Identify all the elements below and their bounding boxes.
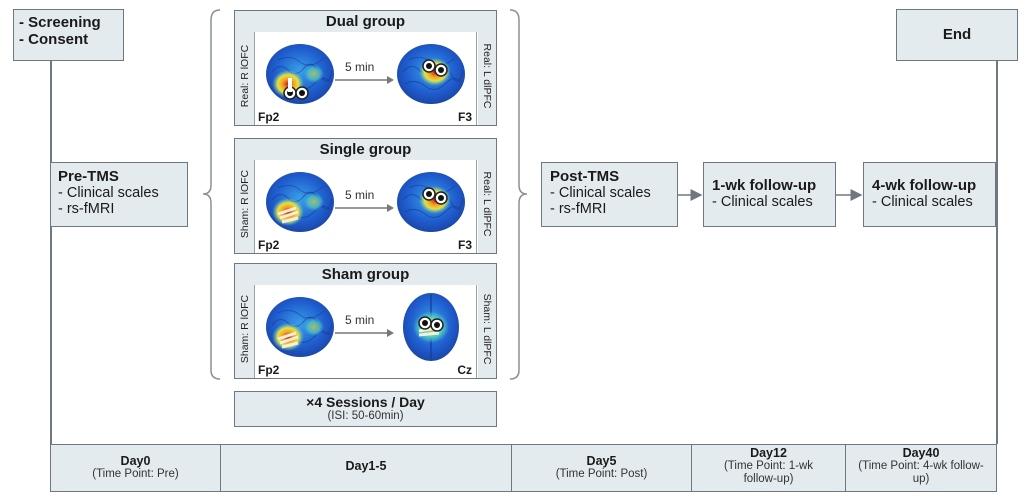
timeline-day: Day40 (902, 446, 940, 460)
left-stim-label: Sham: R lOFC (239, 169, 251, 239)
right-timeline-line (996, 61, 998, 444)
sessions-title: ×4 Sessions / Day (306, 394, 425, 410)
timeline-sub: (Time Point: Post) (555, 468, 648, 480)
left-label-strip: Sham: R lOFC (235, 160, 255, 253)
right-brain-image (403, 293, 459, 361)
timeline-sub: (Time Point: Pre) (92, 468, 179, 480)
post-tms-title: Post-TMS (550, 168, 620, 185)
right-bracket (509, 9, 528, 380)
right-site-label: F3 (457, 110, 472, 124)
interval-label: 5 min (345, 188, 375, 202)
end-box: End (896, 9, 1018, 61)
group-title: Single group (319, 141, 412, 158)
pre-tms-item: - Clinical scales (58, 185, 159, 201)
right-label-strip: Sham: L dlPFC (476, 285, 496, 378)
pre-tms-box: Pre-TMS - Clinical scales - rs-fMRI (50, 162, 188, 227)
timeline-day: Day0 (120, 454, 151, 468)
right-stim-label: Sham: L dlPFC (481, 293, 493, 365)
post-tms-item: - rs-fMRI (550, 201, 607, 217)
timeline-cell-day12: Day12 (Time Point: 1-wk follow-up) (692, 445, 846, 491)
interval-arrow (335, 76, 394, 84)
timeline-cell-day0: Day0 (Time Point: Pre) (51, 445, 221, 491)
four-week-followup-box: 4-wk follow-up - Clinical scales (863, 162, 996, 227)
right-label-strip: Real: L dlPFC (476, 32, 496, 125)
one-week-item: - Clinical scales (712, 194, 813, 210)
left-timeline-line (50, 61, 52, 444)
right-site-label: Cz (457, 363, 472, 377)
left-brain-image (266, 172, 334, 232)
left-site-label: Fp2 (258, 238, 280, 252)
interval-label: 5 min (345, 60, 375, 74)
group-title: Sham group (321, 266, 410, 283)
left-brain-image (266, 297, 334, 357)
left-stim-label: Sham: R lOFC (239, 294, 251, 364)
sessions-box: ×4 Sessions / Day (ISI: 50-60min) (234, 391, 497, 427)
timeline-sub: (Time Point: 1-wk follow-up) (723, 460, 814, 485)
post-tms-box: Post-TMS - Clinical scales - rs-fMRI (541, 162, 678, 227)
left-bracket (202, 9, 221, 380)
one-week-title: 1-wk follow-up (712, 177, 817, 194)
timeline-day: Day12 (750, 446, 787, 460)
right-stim-label: Real: L dlPFC (481, 43, 493, 109)
consent-line: - Consent (19, 31, 89, 48)
pre-tms-title: Pre-TMS (58, 168, 119, 185)
timeline-sub: (Time Point: 4-wk follow-up) (858, 460, 984, 485)
right-site-label: F3 (457, 238, 472, 252)
left-label-strip: Sham: R lOFC (235, 285, 255, 378)
post-tms-item: - Clinical scales (550, 185, 651, 201)
right-label-strip: Real: L dlPFC (476, 160, 496, 253)
interval-label: 5 min (345, 313, 375, 327)
interval-arrow (335, 329, 394, 337)
left-brain-image (266, 44, 334, 104)
timeline-bar: Day0 (Time Point: Pre) Day1-5 Day5 (Time… (50, 444, 997, 492)
screening-line: - Screening (19, 14, 101, 31)
right-stim-label: Real: L dlPFC (481, 171, 493, 237)
right-brain-image (397, 44, 465, 104)
group-title: Dual group (325, 13, 406, 30)
sessions-sub: (ISI: 50-60min) (327, 410, 404, 422)
one-week-followup-box: 1-wk follow-up - Clinical scales (703, 162, 836, 227)
timeline-day: Day5 (586, 454, 617, 468)
timeline-day: Day1-5 (345, 459, 387, 473)
four-week-title: 4-wk follow-up (872, 177, 977, 194)
left-site-label: Fp2 (258, 363, 280, 377)
end-label: End (942, 26, 972, 43)
right-brain-image (397, 172, 465, 232)
left-stim-label: Real: R lOFC (239, 44, 251, 108)
timeline-cell-day1-5: Day1-5 (221, 445, 512, 491)
left-site-label: Fp2 (258, 110, 280, 124)
timeline-cell-day40: Day40 (Time Point: 4-wk follow-up) (846, 445, 996, 491)
interval-arrow (335, 204, 394, 212)
left-label-strip: Real: R lOFC (235, 32, 255, 125)
screening-consent-box: - Screening - Consent (13, 9, 124, 61)
timeline-cell-day5: Day5 (Time Point: Post) (512, 445, 692, 491)
pre-tms-item: - rs-fMRI (58, 201, 115, 217)
four-week-item: - Clinical scales (872, 194, 973, 210)
